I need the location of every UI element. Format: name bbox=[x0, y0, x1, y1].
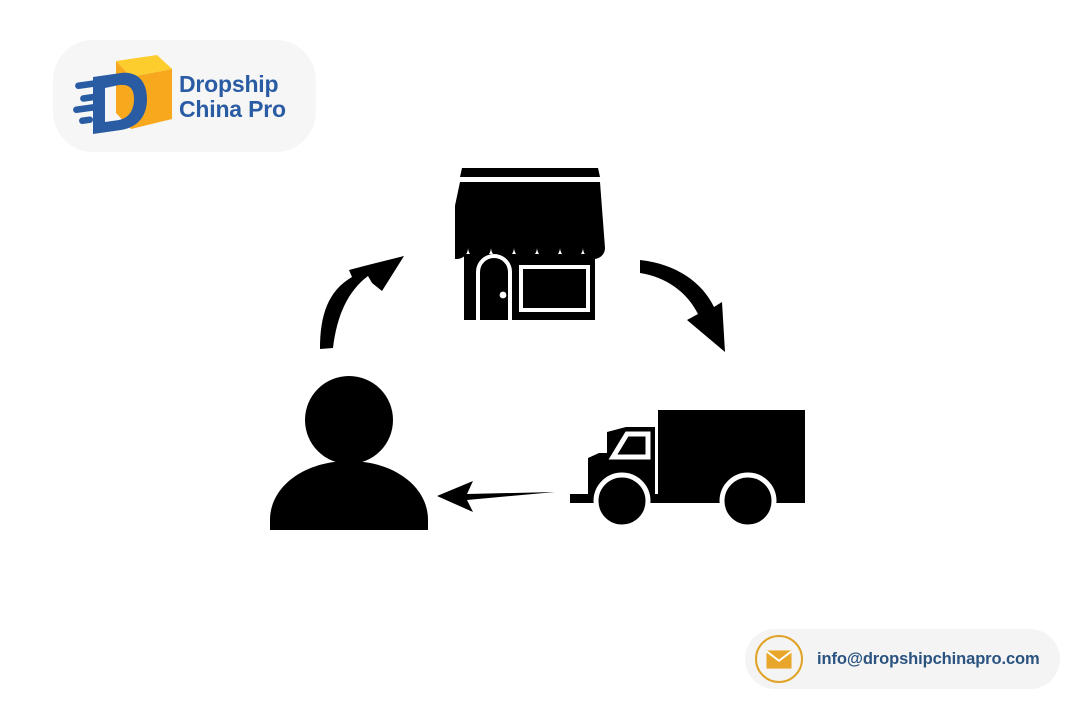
brand-name: Dropship China Pro bbox=[179, 72, 286, 122]
envelope-icon bbox=[766, 649, 792, 669]
contact-email-badge[interactable]: info@dropshipchinapro.com bbox=[745, 629, 1060, 689]
brand-name-line2: China Pro bbox=[179, 96, 286, 122]
storefront-icon bbox=[455, 168, 605, 320]
delivery-truck-icon bbox=[570, 408, 805, 530]
straight-arrow-left-icon bbox=[437, 481, 555, 513]
curved-arrow-down-right-icon bbox=[640, 258, 732, 354]
brand-name-line1: Dropship bbox=[179, 71, 279, 98]
envelope-icon-circle bbox=[755, 635, 803, 683]
curved-arrow-up-right-icon bbox=[316, 253, 412, 349]
contact-email-text: info@dropshipchinapro.com bbox=[817, 649, 1040, 668]
customer-person-icon bbox=[268, 373, 430, 530]
brand-logo[interactable]: Dropship China Pro bbox=[53, 40, 316, 152]
dropship-box-logo-icon bbox=[71, 53, 175, 139]
